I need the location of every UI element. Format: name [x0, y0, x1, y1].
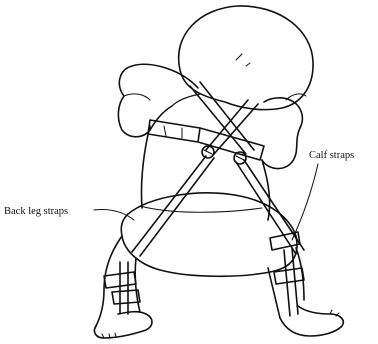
baby-left-foot — [94, 312, 152, 338]
baby-diaper — [121, 193, 297, 276]
back-leg-straps-label: Back leg straps — [4, 206, 68, 217]
baby-torso — [141, 126, 269, 220]
left-calf-strap — [104, 272, 140, 304]
calf-straps-label: Calf straps — [309, 150, 354, 161]
leg-strap-left — [132, 156, 214, 256]
left-leg-brace — [120, 262, 128, 314]
calf-straps-leader — [292, 164, 318, 240]
